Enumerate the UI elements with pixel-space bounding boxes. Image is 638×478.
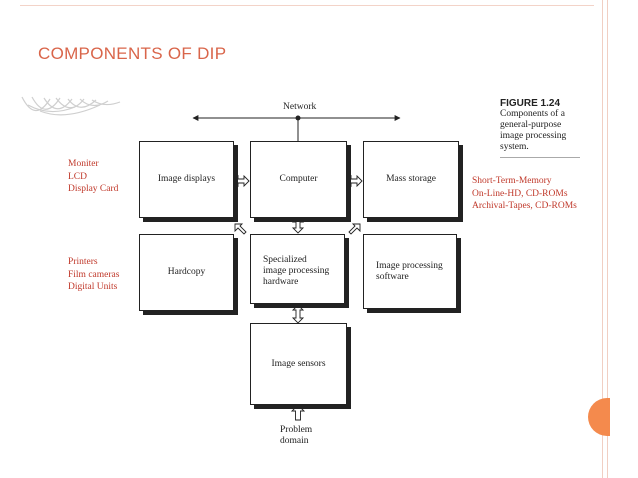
box-hardcopy: Hardcopy <box>139 234 234 311</box>
note-hardcopy: Printers Film cameras Digital Units <box>68 257 120 292</box>
network-label: Network <box>283 102 317 112</box>
slide-title: COMPONENTS OF DIP <box>38 44 227 63</box>
arrow-diag-left <box>234 223 247 235</box>
figure-caption: FIGURE 1.24 Components of a general-purp… <box>500 98 580 158</box>
note-displays: Moniter LCD Display Card <box>68 159 119 194</box>
figure-label: FIGURE 1.24 <box>500 98 561 109</box>
problem-domain-label: Problem domain <box>280 425 313 446</box>
double-arrows <box>232 174 363 421</box>
lace-decoration <box>21 96 121 116</box>
arrow-hw-sensors <box>291 304 305 324</box>
right-border-decoration <box>602 0 608 478</box>
box-image-displays: Image displays <box>139 141 234 218</box>
box-mass-storage: Mass storage <box>363 141 459 218</box>
accent-tab <box>588 398 610 436</box>
network-line <box>192 115 401 141</box>
figure-caption-text: Components of a general-purpose image pr… <box>500 109 567 152</box>
caption-rule <box>500 157 580 158</box>
note-storage: Short-Term-Memory On-Line-HD, CD-ROMs Ar… <box>472 176 577 211</box>
arrow-diag-right <box>348 223 361 235</box>
box-image-sensors: Image sensors <box>250 323 347 405</box>
box-image-processing-software: Image processing software <box>363 234 457 309</box>
arrow-problem-sensors <box>290 404 306 421</box>
box-specialized-hardware: Specialized image processing hardware <box>250 234 345 304</box>
box-computer: Computer <box>250 141 347 218</box>
top-rule <box>20 5 594 6</box>
arrow-displays-computer <box>232 174 250 188</box>
arrow-computer-storage <box>345 174 363 188</box>
arrow-computer-hw <box>291 216 305 234</box>
